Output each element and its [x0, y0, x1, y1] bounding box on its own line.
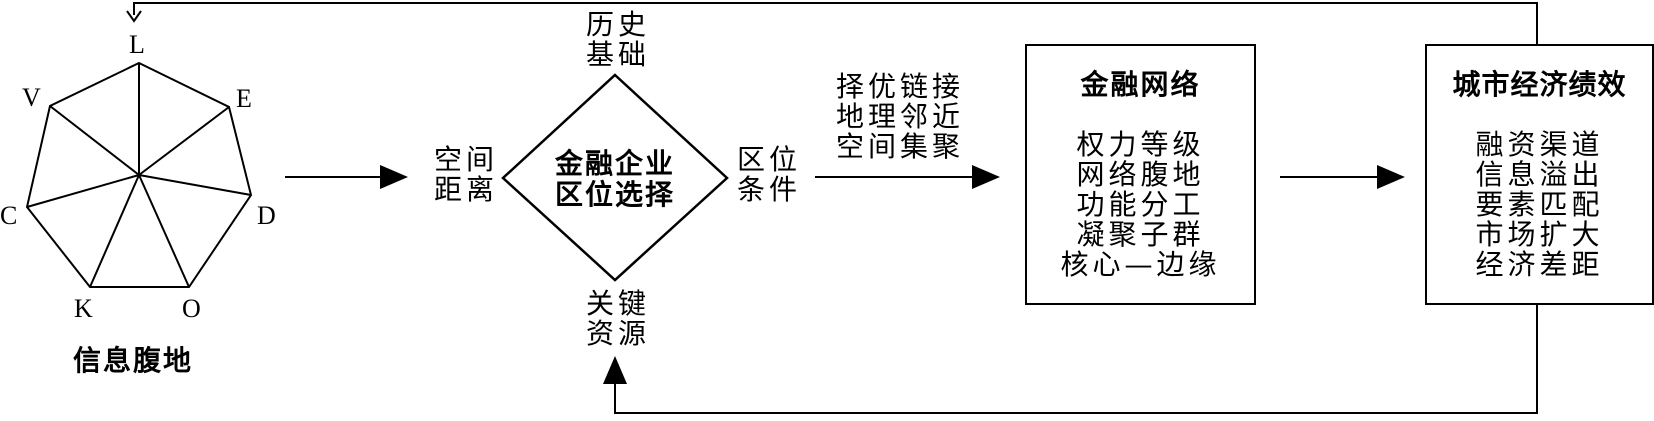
urban-performance-box: 城市经济绩效 融资渠道 信息溢出 要素匹配 市场扩大 经济差距: [1425, 44, 1654, 305]
urban-performance-title: 城市经济绩效: [1452, 68, 1627, 101]
finance-network-item: 网络腹地: [1076, 158, 1205, 191]
diamond-top-label: 历史 基础: [578, 10, 658, 70]
diamond-left-line2: 距离: [433, 173, 498, 206]
heptagon-shape: [25, 61, 253, 288]
urban-performance-item: 信息溢出: [1475, 158, 1604, 191]
vertex-label-c: C: [0, 201, 18, 230]
vertex-label-d: D: [257, 201, 276, 230]
arrowhead-feedback-bottom: [603, 356, 627, 384]
heptagon-spoke: [89, 174, 140, 288]
feedback-bottom-line: [614, 305, 1538, 414]
diamond-shape: [501, 73, 729, 282]
finance-network-item: 凝聚子群: [1076, 218, 1205, 251]
finance-network-items: 权力等级 网络腹地 功能分工 凝聚子群 核心—边缘: [1027, 130, 1254, 280]
diamond-top-line2: 基础: [585, 38, 650, 71]
mechanism-list: 择优链接 地理邻近 空间集聚: [825, 72, 975, 162]
mechanism-item: 空间集聚: [835, 130, 964, 163]
mechanism-item: 择优链接: [835, 70, 964, 103]
heptagon-spoke: [138, 174, 252, 196]
arrowhead-3: [1377, 165, 1405, 189]
heptagon-outline: [25, 61, 253, 288]
urban-performance-item: 经济差距: [1475, 248, 1604, 281]
arrowhead-1: [380, 165, 408, 189]
urban-performance-items: 融资渠道 信息溢出 要素匹配 市场扩大 经济差距: [1427, 130, 1652, 280]
diamond-left-line1: 空间: [433, 143, 498, 176]
diamond-center-label: 金融企业 区位选择: [540, 148, 690, 210]
urban-performance-item: 要素匹配: [1475, 188, 1604, 221]
diamond-right-label: 区位 条件: [733, 145, 805, 205]
heptagon-spoke: [138, 106, 230, 176]
arrowhead-feedback-top: [126, 10, 142, 23]
finance-network-item: 权力等级: [1076, 128, 1205, 161]
diamond-bottom-line1: 关键: [585, 287, 650, 320]
vertex-label-l: L: [129, 30, 145, 59]
heptagon-spoke: [138, 174, 190, 288]
vertex-label-v: V: [22, 83, 41, 112]
urban-performance-item: 融资渠道: [1475, 128, 1604, 161]
flow-arrows: [126, 2, 1538, 414]
finance-network-title: 金融网络: [1080, 68, 1201, 101]
heptagon-spoke: [49, 105, 140, 176]
vertex-label-k: K: [74, 294, 93, 323]
arrowhead-2: [972, 165, 1000, 189]
diamond-right-line2: 条件: [736, 173, 801, 206]
finance-network-item: 核心—边缘: [1060, 248, 1221, 281]
diamond-center-line1: 金融企业: [554, 147, 675, 180]
diamond-center-line2: 区位选择: [554, 178, 675, 211]
diamond-left-label: 空间 距离: [430, 145, 502, 205]
feedback-top-line: [133, 2, 1538, 44]
heptagon-caption: 信息腹地: [73, 344, 194, 377]
diamond-bottom-label: 关键 资源: [578, 289, 658, 349]
finance-network-item: 功能分工: [1076, 188, 1205, 221]
diamond-bottom-line2: 资源: [585, 317, 650, 350]
heptagon-spoke: [26, 174, 140, 208]
urban-performance-item: 市场扩大: [1475, 218, 1604, 251]
vertex-label-o: O: [182, 294, 201, 323]
mechanism-item: 地理邻近: [835, 100, 964, 133]
diamond-top-line1: 历史: [585, 8, 650, 41]
vertex-label-e: E: [236, 84, 252, 113]
diamond-right-line1: 区位: [736, 143, 801, 176]
finance-network-box: 金融网络 权力等级 网络腹地 功能分工 凝聚子群 核心—边缘: [1025, 44, 1256, 305]
